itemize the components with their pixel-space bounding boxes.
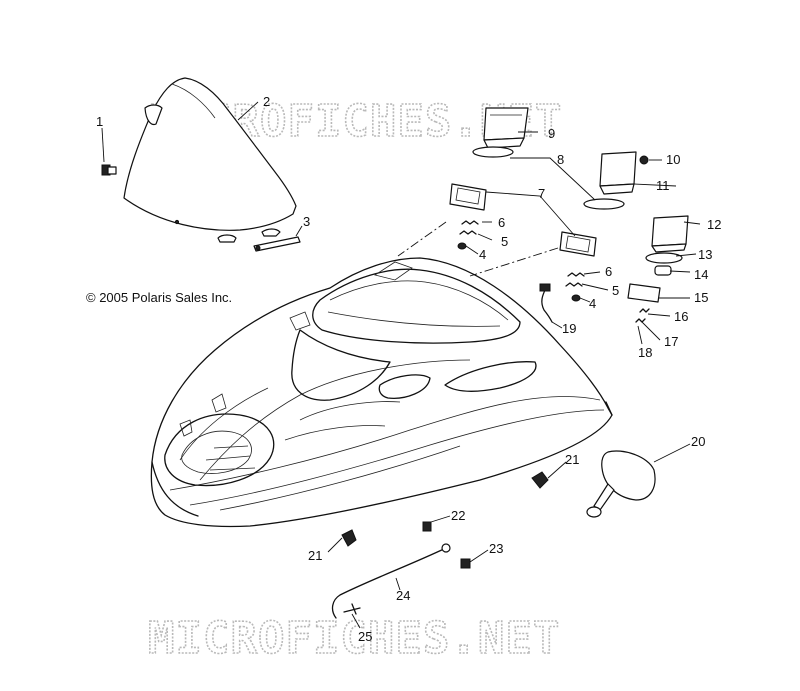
callout-15: 15 — [694, 290, 708, 305]
callout-13: 13 — [698, 247, 712, 262]
callout-23: 23 — [489, 541, 503, 556]
callout-5: 5 — [501, 234, 508, 249]
clip-21a — [531, 471, 549, 489]
spring-set-a — [457, 220, 479, 250]
callout-14: 14 — [694, 267, 708, 282]
cable-24 — [331, 521, 471, 619]
spring-set-c — [635, 308, 650, 323]
route-line-1 — [397, 221, 447, 257]
callout-2: 2 — [263, 94, 270, 109]
harness-19 — [541, 287, 553, 323]
callout-22: 22 — [451, 508, 465, 523]
leader-lines — [101, 101, 701, 629]
callout-9: 9 — [548, 126, 555, 141]
callout-12: 12 — [707, 217, 721, 232]
grommet-10 — [639, 155, 649, 165]
callout-19: 19 — [562, 321, 576, 336]
lens-13 — [645, 252, 683, 264]
watermark-bottom: MICROFICHES.NET — [148, 613, 560, 664]
gauge-12 — [651, 215, 689, 253]
callout-18: 18 — [638, 345, 652, 360]
windshield — [123, 77, 297, 243]
callout-25: 25 — [358, 629, 372, 644]
lens-8b — [583, 198, 625, 210]
callout-11: 11 — [656, 178, 670, 193]
clip-21b — [341, 529, 357, 547]
bezel-15 — [627, 283, 661, 303]
mirror-20 — [586, 450, 656, 518]
strip-3 — [253, 236, 301, 252]
callout-16: 16 — [674, 309, 688, 324]
route-line-2 — [469, 247, 559, 277]
bezel-7b — [559, 231, 597, 257]
callout-1: 1 — [96, 114, 103, 129]
callout-21: 21 — [565, 452, 579, 467]
gauge-11 — [599, 151, 637, 195]
bezel-7a — [449, 183, 487, 211]
callout-17: 17 — [664, 334, 678, 349]
bulb-14 — [654, 265, 672, 276]
bolt-1 — [101, 164, 117, 176]
callout-21-second: 21 — [308, 548, 322, 563]
callout-3: 3 — [303, 214, 310, 229]
callout-8: 8 — [557, 152, 564, 167]
callout-20: 20 — [691, 434, 705, 449]
callout-5-second: 5 — [612, 283, 619, 298]
hood-assembly — [150, 257, 613, 528]
callout-4: 4 — [479, 247, 486, 262]
callout-7: 7 — [538, 186, 545, 201]
copyright-notice: © 2005 Polaris Sales Inc. — [86, 290, 232, 305]
callout-4-second: 4 — [589, 296, 596, 311]
gauge-9 — [483, 107, 529, 149]
callout-10: 10 — [666, 152, 680, 167]
lens-8a — [472, 146, 514, 158]
callout-24: 24 — [396, 588, 410, 603]
callout-6: 6 — [498, 215, 505, 230]
spring-set-b — [565, 272, 585, 302]
callout-6-second: 6 — [605, 264, 612, 279]
